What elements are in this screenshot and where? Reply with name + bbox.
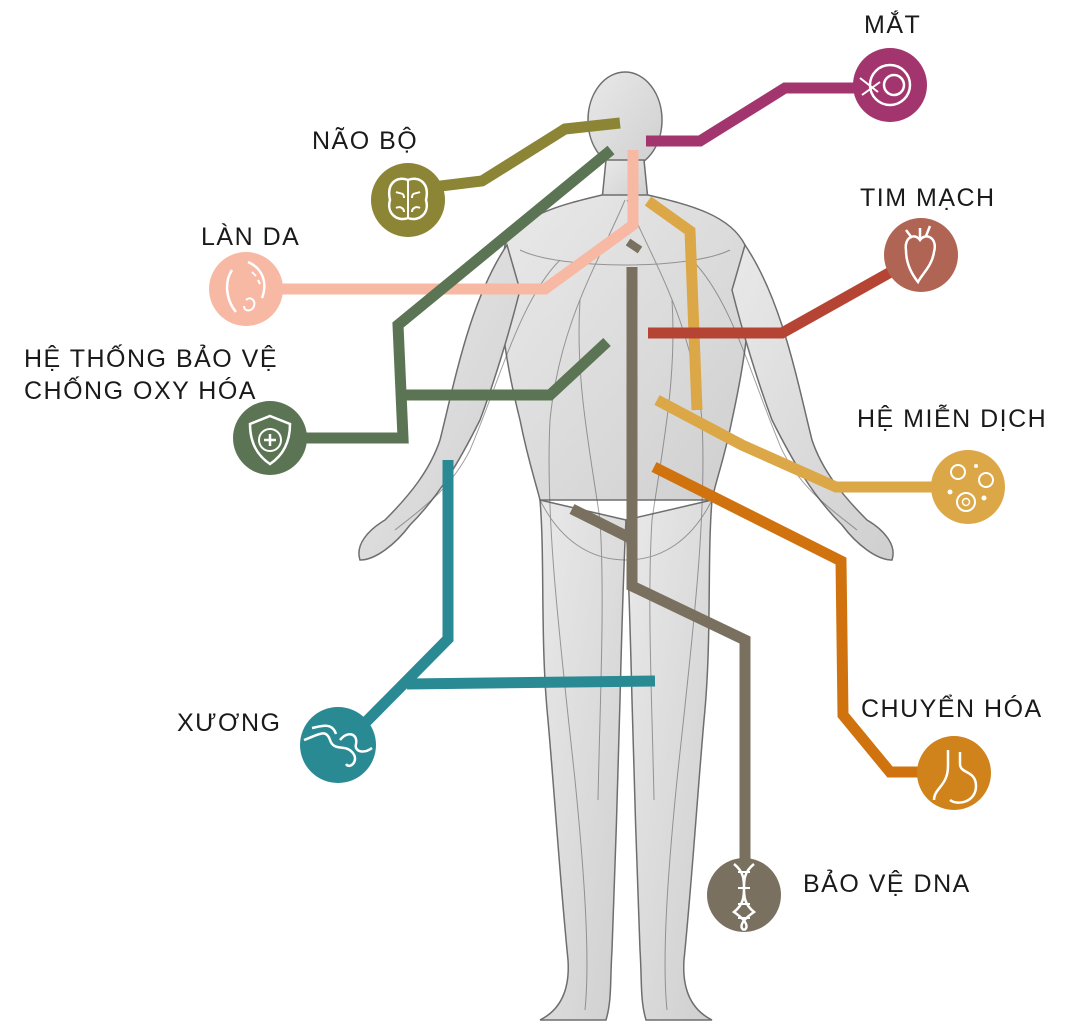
bone-label: XƯƠNG bbox=[177, 706, 281, 740]
skin-face-icon bbox=[209, 252, 283, 326]
brain-icon bbox=[371, 163, 445, 237]
dna-helix-icon bbox=[707, 858, 781, 932]
heart-icon bbox=[884, 218, 958, 292]
brain-label: NÃO BỘ bbox=[312, 124, 418, 158]
bone-branch-line bbox=[407, 681, 655, 684]
cardio-label: TIM MẠCH bbox=[860, 181, 996, 215]
immune-label: HỆ MIỄN DỊCH bbox=[857, 402, 1047, 436]
bone-joint-icon bbox=[300, 707, 376, 783]
shield-plus-icon bbox=[233, 401, 307, 475]
antioxidant-label-line2: CHỐNG OXY HÓA bbox=[24, 374, 257, 408]
antioxidant-label-line1: HỆ THỐNG BẢO VỆ bbox=[24, 342, 278, 376]
stomach-icon bbox=[917, 736, 991, 810]
eyes-label: MẮT bbox=[864, 8, 921, 42]
metabolism-label: CHUYỂN HÓA bbox=[861, 692, 1043, 726]
eye-icon bbox=[853, 48, 927, 122]
eyes-connector-line bbox=[646, 88, 890, 141]
dna-label: BẢO VỆ DNA bbox=[803, 867, 971, 901]
brain-connector-line bbox=[408, 123, 620, 190]
skin-label: LÀN DA bbox=[201, 220, 300, 254]
immune-cells-icon bbox=[931, 450, 1005, 524]
